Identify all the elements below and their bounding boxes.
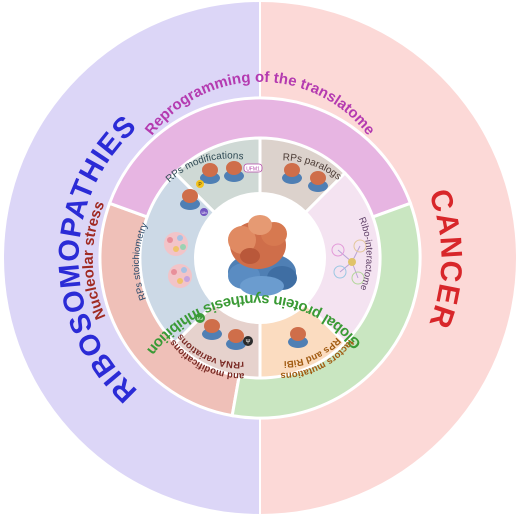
mini-ribosome-icon <box>308 171 328 192</box>
pseudouridine-badge <box>243 336 253 346</box>
modification-badges: UFM1 P Ub Me Ψ <box>195 163 263 346</box>
ubiquitin-label: Ub <box>201 210 207 215</box>
mini-ribosome-icon <box>200 163 220 184</box>
ufm1-label: UFM1 <box>246 167 260 173</box>
mini-ribosome-icon <box>202 319 222 340</box>
ribosome-icon <box>228 215 297 296</box>
phospho-badge <box>196 180 204 188</box>
mini-ribosome-icons <box>180 161 328 350</box>
mini-ribosome-icon <box>224 161 244 182</box>
mini-ribosome-icon <box>226 329 246 350</box>
methyl-label: Me <box>197 316 204 321</box>
mini-ribosome-icon <box>288 327 308 348</box>
pseudouridine-glyph: Ψ <box>245 340 250 346</box>
ribo-interactome-node <box>348 258 356 266</box>
phospho-label: P <box>198 182 202 188</box>
mini-ribosome-icon <box>282 163 302 184</box>
rps-stoichiometry-icon <box>164 232 192 288</box>
methyl-badge <box>195 313 205 323</box>
ubiquitin-badge <box>200 208 208 216</box>
ufm1-badge <box>243 163 263 173</box>
mini-ribosome-icon <box>180 189 200 210</box>
